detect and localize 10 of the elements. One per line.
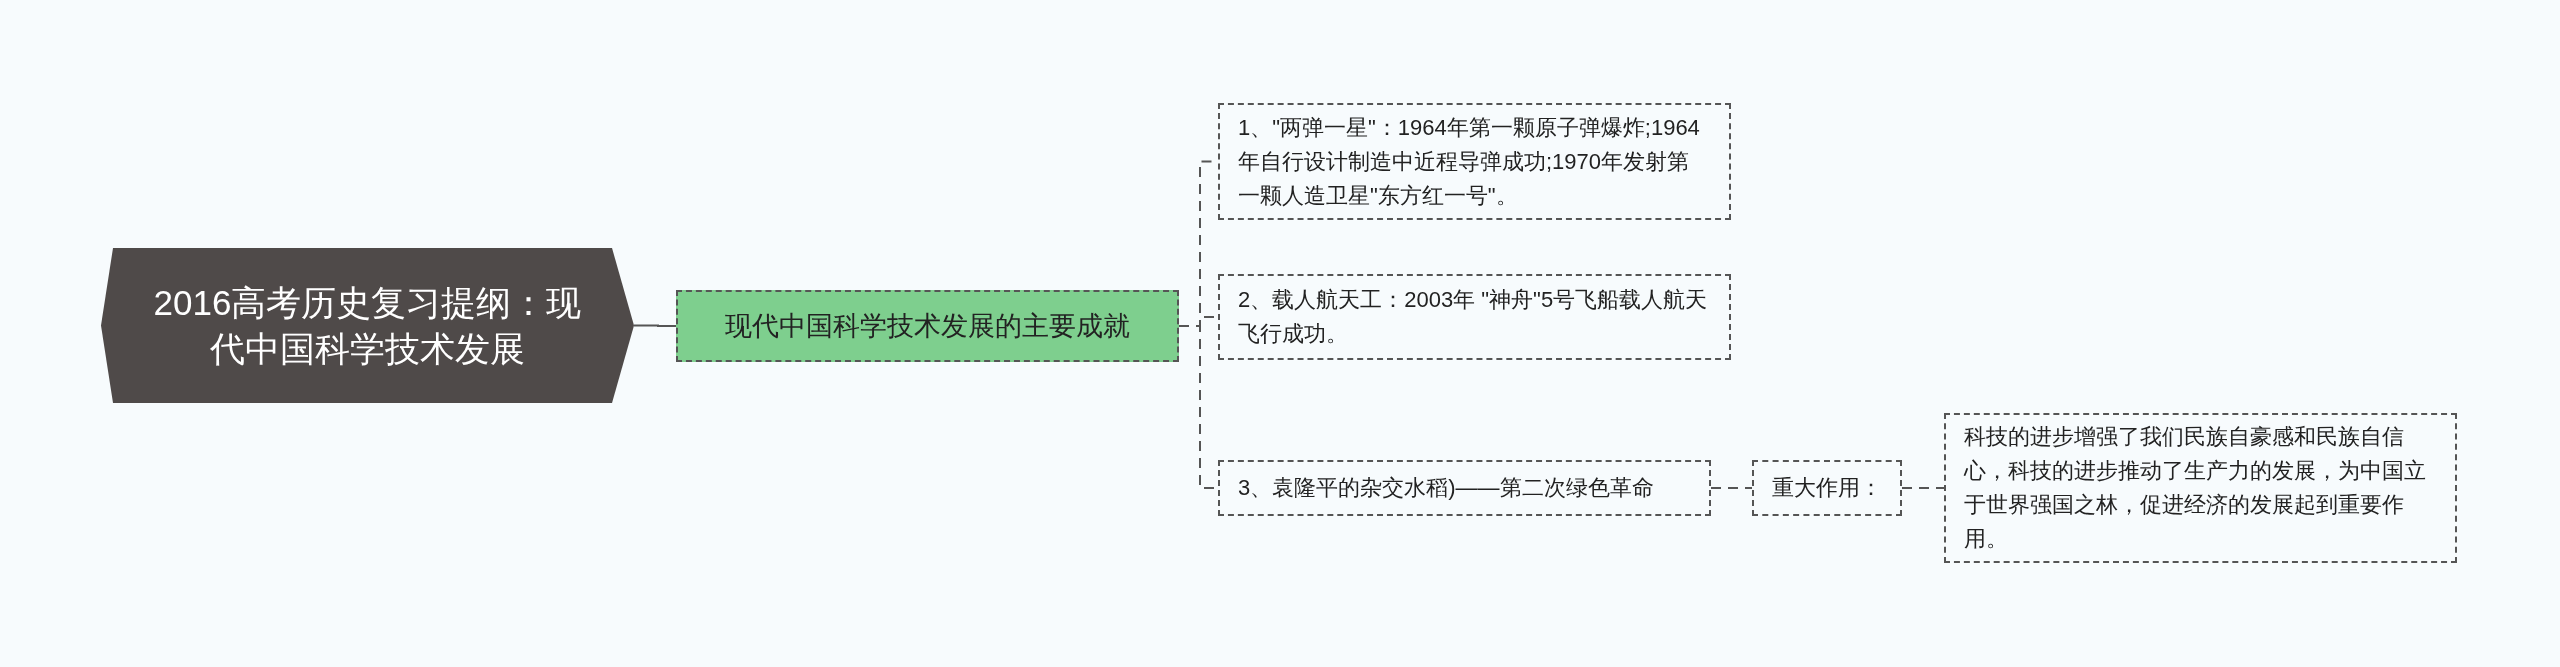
- note-box: 3、袁隆平的杂交水稻)——第二次绿色革命: [1218, 460, 1711, 516]
- note-box: 1、"两弹一星"：1964年第一颗原子弹爆炸;1964年自行设计制造中近程导弹成功;1970年发射第一颗人造卫星"东方红一号"。: [1218, 103, 1731, 220]
- note-box: 2、载人航天工：2003年 "神舟"5号飞船载人航天飞行成功。: [1218, 274, 1731, 360]
- topic-box: 现代中国科学技术发展的主要成就: [676, 290, 1179, 362]
- connector: [633, 324, 677, 327]
- title-hexagon: 2016高考历史复习提纲：现代中国科学技术发展: [101, 248, 634, 403]
- connector: [1710, 487, 1753, 489]
- note-box: 重大作用：: [1752, 460, 1902, 516]
- note-box: 科技的进步增强了我们民族自豪感和民族自信心，科技的进步推动了生产力的发展，为中国立于世界强国之林，促进经济的发展起到重要作用。: [1944, 413, 2457, 563]
- connector: [1901, 487, 1945, 489]
